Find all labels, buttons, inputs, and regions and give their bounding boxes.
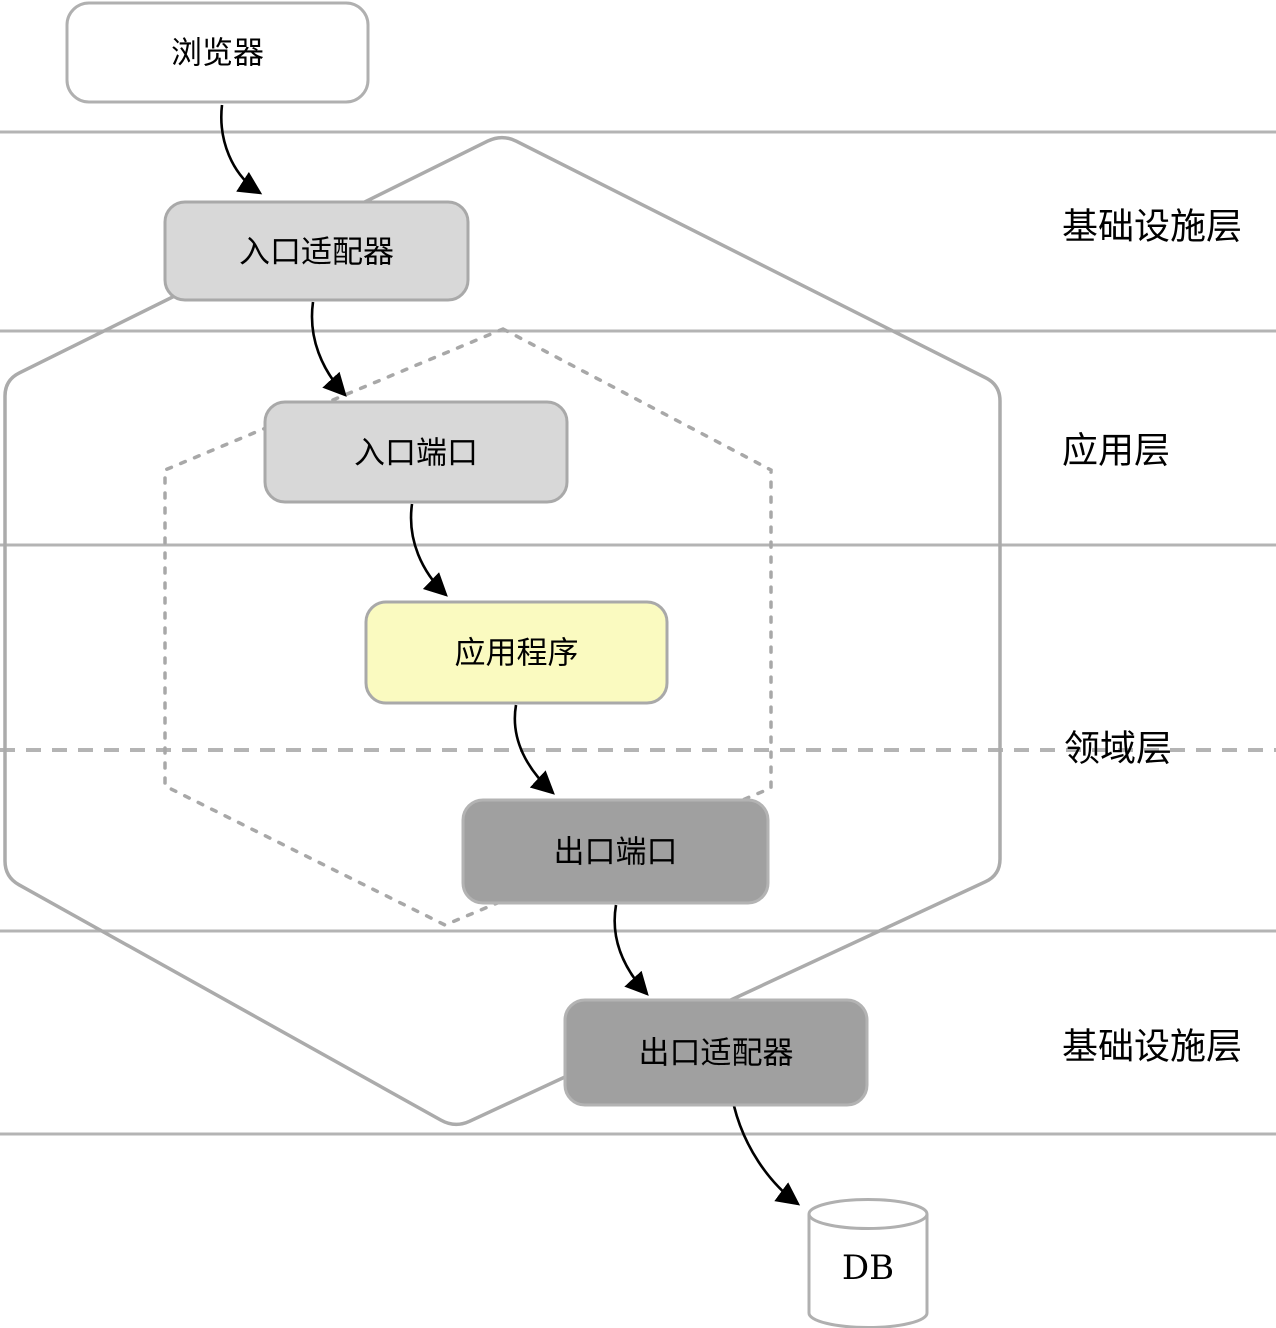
application-box [364,600,669,705]
inbound-adapter-label: 入口适配器 [239,235,394,270]
outer-hexagon [3,135,1002,1127]
inbound-port-label: 入口端口 [354,436,478,471]
application-label: 应用程序 [455,636,579,671]
node-outbound-adapter[interactable]: 出口适配器 [563,998,869,1107]
browser-box [65,1,370,104]
browser-label: 浏览器 [171,36,264,71]
node-database[interactable]: DB [807,1198,929,1328]
outbound-port-label: 出口端口 [554,835,678,870]
node-application[interactable]: 应用程序 [364,600,669,705]
database-label: DB [842,1248,894,1288]
edge-outbound-adapter-to-database [732,1105,801,1206]
node-browser[interactable]: 浏览器 [65,1,370,104]
node-outbound-port[interactable]: 出口端口 [461,798,770,905]
edge-application-to-outbound-port [513,704,555,795]
outbound-port-box [461,798,770,905]
layer-label-infrastructure-top: 基础设施层 [1062,206,1242,247]
layer-label-infrastructure-bottom: 基础设施层 [1062,1026,1242,1067]
layer-label-domain: 领域层 [1064,728,1172,769]
layer-label-application: 应用层 [1062,430,1170,471]
inbound-adapter-box [163,200,470,302]
outbound-adapter-box [563,998,869,1107]
inbound-port-box [263,400,569,504]
edge-inbound-port-to-application [409,503,448,597]
database-cylinder-body [807,1214,929,1328]
node-inbound-port[interactable]: 入口端口 [263,400,569,504]
edge-browser-to-inbound-adapter [220,104,263,195]
database-cylinder-top [807,1198,929,1230]
inner-dotted-hexagon [163,327,773,927]
edge-inbound-adapter-to-inbound-port [310,301,347,397]
node-inbound-adapter[interactable]: 入口适配器 [163,200,470,302]
edge-outbound-port-to-outbound-adapter [613,904,649,996]
outbound-adapter-label: 出口适配器 [639,1036,794,1071]
